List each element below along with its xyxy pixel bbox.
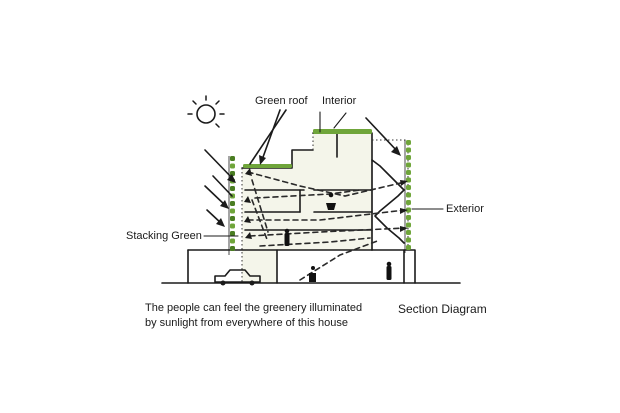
green-planter bbox=[406, 230, 411, 235]
green-planter bbox=[406, 162, 411, 168]
exterior-label: Exterior bbox=[446, 203, 484, 215]
green-planter bbox=[230, 246, 235, 251]
green-planter bbox=[230, 223, 235, 229]
stacking-green-label: Stacking Green bbox=[126, 230, 202, 242]
green-planter bbox=[406, 185, 411, 190]
caption-line-1: The people can feel the greenery illumin… bbox=[145, 302, 363, 314]
green-planter bbox=[230, 208, 235, 214]
green-planter bbox=[406, 147, 411, 153]
person-icon bbox=[284, 192, 392, 282]
green-planter bbox=[230, 231, 235, 236]
interior-fill bbox=[242, 133, 372, 283]
green-planter bbox=[230, 186, 235, 191]
green-planter bbox=[230, 163, 235, 169]
car-icon bbox=[214, 269, 261, 286]
green-planter bbox=[406, 245, 411, 250]
green-planter bbox=[406, 155, 411, 160]
green-planter bbox=[406, 207, 411, 213]
green-planter bbox=[230, 201, 235, 206]
green-planter bbox=[406, 215, 411, 220]
green-planter bbox=[230, 171, 235, 176]
stacking-green-right bbox=[404, 140, 411, 253]
interior-leader-2 bbox=[333, 112, 347, 129]
caption-line-2: by sunlight from everywhere of this hous… bbox=[145, 317, 348, 329]
sun-icon bbox=[187, 95, 225, 128]
green-planter bbox=[406, 237, 411, 243]
green-planter bbox=[230, 156, 235, 161]
green-planter bbox=[406, 200, 411, 205]
green-planter bbox=[406, 192, 411, 198]
green-planter bbox=[406, 140, 411, 145]
stacking-green-left bbox=[228, 156, 235, 255]
green-roof-label: Green roof bbox=[255, 95, 308, 107]
green-planter bbox=[406, 222, 411, 228]
interior-label: Interior bbox=[322, 95, 357, 107]
green-planter bbox=[230, 238, 235, 244]
green-planter bbox=[406, 170, 411, 175]
sun-arrows bbox=[204, 109, 401, 227]
green-planter bbox=[230, 216, 235, 221]
diagram-title: Section Diagram bbox=[398, 302, 487, 316]
green-roof bbox=[243, 129, 372, 168]
